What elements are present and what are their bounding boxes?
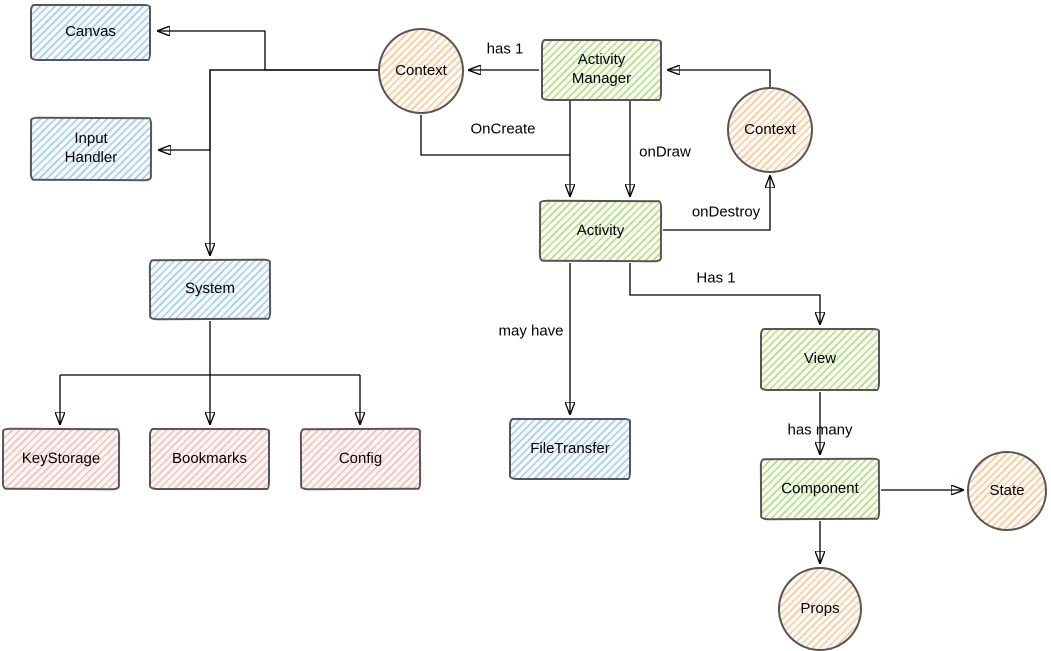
node-config-label: Config xyxy=(338,449,383,467)
edge-contextright-activitymanager xyxy=(668,70,771,87)
edge-context-system xyxy=(210,69,379,255)
node-context-right: Context xyxy=(727,87,813,173)
node-filetransfer: FileTransfer xyxy=(509,418,631,480)
node-state-label: State xyxy=(989,481,1025,499)
node-canvas: Canvas xyxy=(30,4,151,61)
node-activity-manager-label: Activity Manager xyxy=(571,51,632,87)
edge-context-activity-oncreate xyxy=(420,115,570,156)
node-props-label: Props xyxy=(800,599,840,617)
node-canvas-label: Canvas xyxy=(65,23,116,41)
node-context-left: Context xyxy=(378,28,464,114)
edge-context-input-handler xyxy=(159,69,379,150)
edge-activity-contextright-ondestroy xyxy=(663,176,770,231)
edge-label-may-have: may have xyxy=(498,322,564,340)
node-config: Config xyxy=(299,427,422,491)
edge-activity-view xyxy=(629,263,820,324)
node-system: System xyxy=(148,258,272,321)
edge-label-has-many: has many xyxy=(787,421,853,439)
node-bookmarks: Bookmarks xyxy=(149,428,270,490)
node-input-handler-label: Input Handler xyxy=(64,130,118,167)
edge-label-oncreate: OnCreate xyxy=(470,120,536,138)
node-input-handler: Input Handler xyxy=(29,116,153,182)
node-context-right-label: Context xyxy=(744,120,796,138)
node-activity-label: Activity xyxy=(576,221,625,239)
node-bookmarks-label: Bookmarks xyxy=(171,449,248,467)
node-activity: Activity xyxy=(538,199,663,263)
node-activity-manager: Activity Manager xyxy=(541,39,662,101)
node-system-label: System xyxy=(184,279,236,298)
node-state: State xyxy=(967,451,1047,531)
edge-label-ondraw: onDraw xyxy=(639,143,691,161)
node-filetransfer-label: FileTransfer xyxy=(530,439,610,457)
node-props: Props xyxy=(778,567,862,651)
edge-label-ondestroy: onDestroy xyxy=(691,203,761,221)
node-keystorage: KeyStorage xyxy=(1,427,121,491)
edge-context-canvas xyxy=(158,31,379,71)
node-view: View xyxy=(760,328,880,391)
node-keystorage-label: KeyStorage xyxy=(21,449,101,467)
edge-label-has-1: has 1 xyxy=(486,40,524,58)
node-component-label: Component xyxy=(781,479,859,497)
edge-label-has-1-right: Has 1 xyxy=(696,269,736,287)
node-context-left-label: Context xyxy=(395,61,447,79)
node-component: Component xyxy=(759,457,881,521)
node-view-label: View xyxy=(803,350,837,368)
